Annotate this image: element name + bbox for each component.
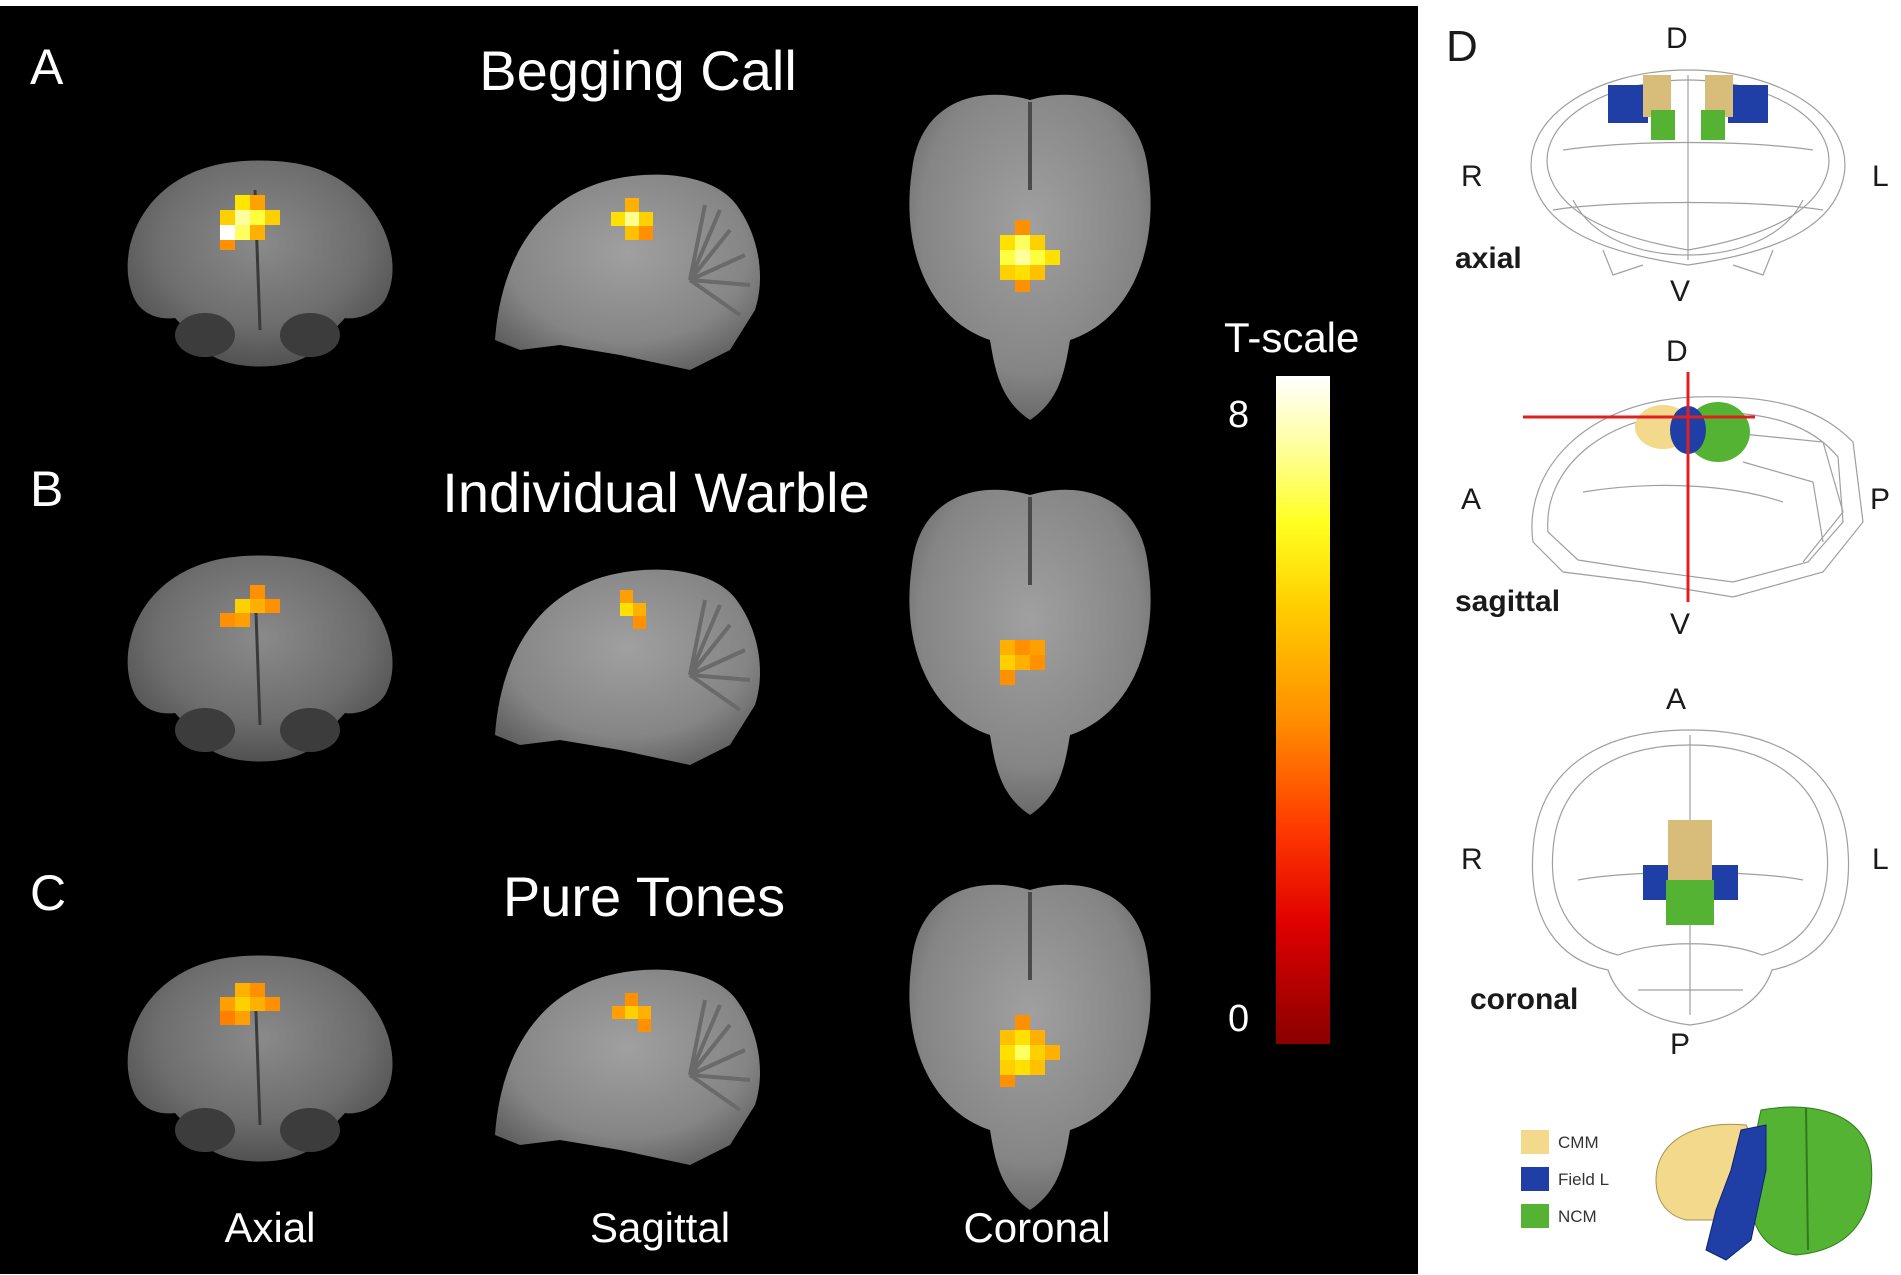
t-scale-colorbar <box>1276 376 1330 1044</box>
roi-3d-closeup <box>1655 1106 1873 1261</box>
axial-brain-slice-b <box>127 555 393 762</box>
axial-view-label: axial <box>1455 242 1522 275</box>
sagittal-view-label: sagittal <box>1455 585 1561 618</box>
colorbar-max-tick: 8 <box>1228 394 1250 436</box>
coronal-3d-rendering <box>1531 729 1850 1026</box>
coronal-brain-slice-b <box>909 489 1151 815</box>
coronal-top-label: A <box>1666 683 1687 716</box>
coronal-bottom-label: P <box>1670 1028 1691 1061</box>
sagittal-top-label: D <box>1666 335 1688 368</box>
axial-brain-slice-c <box>127 955 393 1162</box>
panel-letter-c: C <box>30 865 67 921</box>
colorbar-min-tick: 0 <box>1228 998 1250 1040</box>
coronal-view-label: coronal <box>1470 983 1579 1016</box>
sagittal-left-label: A <box>1461 483 1482 516</box>
coronal-brain-slice-a <box>909 94 1151 421</box>
panel-letter-d: D <box>1446 22 1478 71</box>
row-title-begging-call: Begging Call <box>479 39 797 102</box>
axial-brain-slice-a <box>127 160 393 367</box>
column-label-axial: Axial <box>224 1204 316 1251</box>
axial-top-label: D <box>1666 22 1688 55</box>
sagittal-brain-slice-b <box>495 569 760 765</box>
panel-letter-b: B <box>30 461 64 517</box>
axial-3d-rendering <box>1530 69 1846 276</box>
sagittal-brain-slice-a <box>495 174 760 370</box>
legend-swatch-cmm <box>1521 1130 1549 1154</box>
roi-3d-panel: D D R L V axial D A P V sagittal <box>1418 0 1901 1275</box>
legend-swatch-field-l <box>1521 1167 1549 1191</box>
coronal-left-label: R <box>1461 843 1483 876</box>
coronal-right-label: L <box>1872 843 1889 876</box>
legend-label-field-l: Field L <box>1558 1170 1610 1189</box>
sagittal-brain-slice-c <box>495 969 760 1165</box>
coronal-brain-slice-c <box>909 884 1151 1210</box>
sagittal-right-label: P <box>1870 483 1891 516</box>
legend-swatch-ncm <box>1521 1204 1549 1228</box>
row-title-pure-tones: Pure Tones <box>502 865 786 928</box>
panel-letter-a: A <box>30 39 64 95</box>
column-label-sagittal: Sagittal <box>589 1204 731 1251</box>
colorbar-title: T-scale <box>1224 314 1360 361</box>
row-title-individual-warble: Individual Warble <box>442 461 870 524</box>
sagittal-3d-rendering <box>1523 372 1864 602</box>
legend-label-cmm: CMM <box>1558 1133 1599 1152</box>
sagittal-bottom-label: V <box>1670 608 1691 641</box>
axial-left-label: R <box>1461 160 1483 193</box>
legend-label-ncm: NCM <box>1558 1207 1597 1226</box>
axial-bottom-label: V <box>1670 275 1691 308</box>
column-label-coronal: Coronal <box>963 1204 1111 1251</box>
axial-right-label: L <box>1872 160 1889 193</box>
